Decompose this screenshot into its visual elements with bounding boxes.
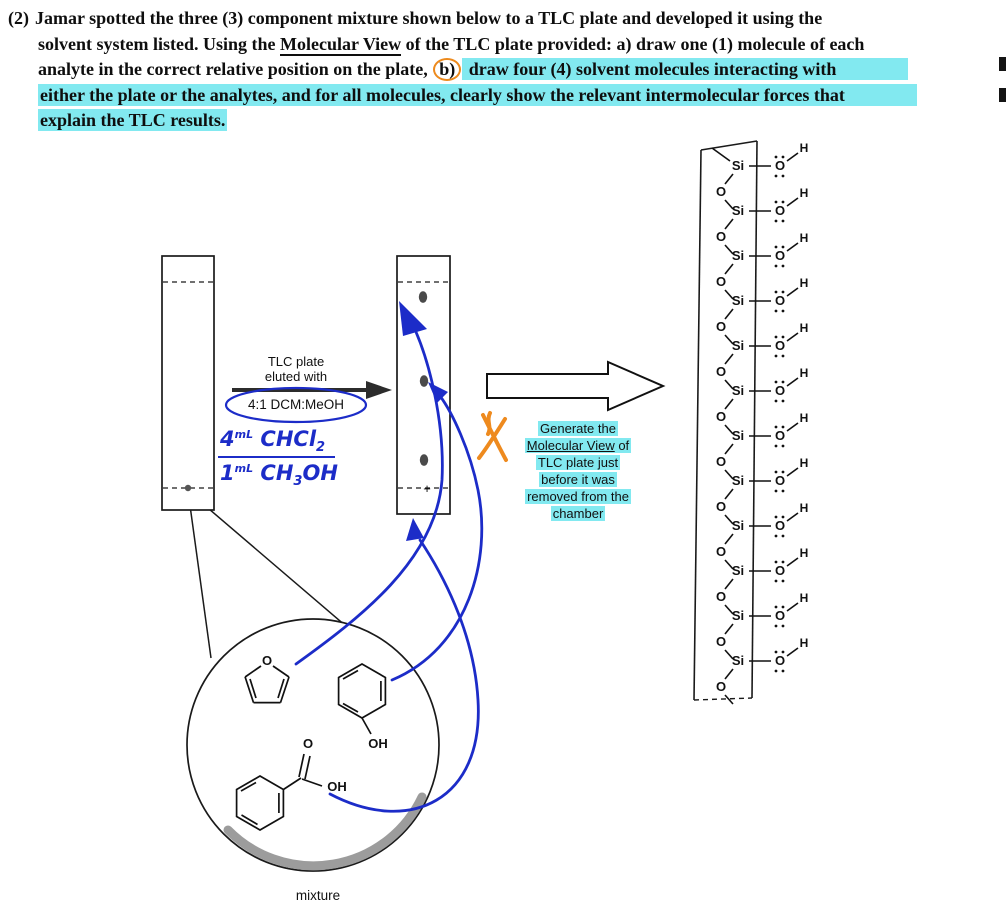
question-line-2-post: of the TLC plate provided: a) draw one (…	[401, 33, 865, 54]
question-line-1-text: Jamar spotted the three (3) component mi…	[35, 8, 823, 28]
hw-unit-1: mL	[234, 428, 254, 441]
note-line-2: Molecular View of	[524, 438, 632, 453]
hw-qty-2: 1	[220, 461, 235, 486]
tlc-plate-initial	[161, 255, 215, 511]
question-line-1: (2) Jamar spotted the three (3) component…	[8, 6, 1004, 32]
handwritten-line-2: 1mL CH3OH	[218, 458, 338, 489]
generate-view-note: Generate the Molecular View of TLC plate…	[504, 420, 652, 522]
circled-b-annotation: b)	[433, 58, 462, 81]
note-line-5: removed from the	[525, 489, 631, 504]
hw-unit-2: mL	[234, 462, 254, 476]
note-line-6: chamber	[550, 506, 606, 521]
handwritten-line-1: 4mL CHCl2	[218, 427, 336, 459]
note-molecular-view: Molecular View	[526, 438, 615, 453]
silica-plate-view	[693, 140, 810, 705]
hw-qty-1: 4	[220, 427, 235, 451]
pen-curve-furan-to-top-spot	[294, 330, 444, 666]
question-number: (2)	[8, 8, 29, 28]
mixture-circle: mixture	[186, 618, 440, 903]
furan-structure: O	[244, 653, 290, 704]
benzoic-acid-structure: O OH	[235, 736, 347, 831]
molecular-view-emphasis: Molecular View	[280, 33, 402, 56]
phenol-oh-label: OH	[368, 736, 388, 751]
hw-tail-2: OH	[302, 461, 338, 486]
benzoic-oh-label: OH	[327, 779, 347, 794]
hollow-arrow	[486, 360, 666, 412]
solvent-system-label: 4:1 DCM:MeOH	[248, 397, 344, 412]
circle-shadow	[223, 792, 427, 871]
pen-arrowhead-top	[399, 301, 427, 336]
question-line-3: analyte in the correct relative position…	[8, 57, 1004, 83]
elution-arrow-group: TLC plate eluted with 4:1 DCM:MeOH	[224, 354, 392, 424]
tlc-spot-bottom	[419, 454, 429, 466]
question-line-2: solvent system listed. Using the Molecul…	[8, 32, 1004, 58]
note-line-4: before it was	[539, 472, 617, 487]
elution-label-line1: TLC plate	[268, 354, 324, 369]
pen-curve-benzoic-to-origin	[328, 538, 480, 813]
mixture-label: mixture	[296, 888, 340, 903]
note-line-1: Generate the	[538, 421, 618, 436]
hw-formula-2: CH	[260, 461, 294, 486]
solvent-circle-annotation	[224, 386, 368, 424]
question-line-3-pre: analyte in the correct relative position…	[38, 59, 433, 79]
elution-label-line2: eluted with	[265, 369, 327, 384]
pen-arrowhead-middle	[428, 382, 448, 403]
question-line-4: either the plate or the analytes, and fo…	[8, 83, 1004, 109]
tlc-spot-top	[418, 291, 428, 303]
orange-x-annotation	[477, 411, 508, 462]
hw-sub-2: 3	[293, 474, 303, 490]
handwritten-solvent-note: 4mL CHCl2 1mL CH3OH	[218, 427, 338, 489]
tlc-spot-middle	[419, 375, 429, 387]
question-line-2-pre: solvent system listed. Using the	[38, 33, 280, 54]
note-line-3: TLC plate just	[535, 455, 621, 470]
pen-annotations	[294, 301, 484, 813]
scan-artifacts	[999, 57, 1006, 102]
origin-spot	[184, 484, 192, 492]
question-line-5: explain the TLC results.	[8, 108, 1004, 134]
question-text: (2) Jamar spotted the three (3) component…	[8, 6, 1004, 134]
hw-sub-1: 2	[316, 440, 326, 456]
question-line-3-highlight: draw four (4) solvent molecules interact…	[462, 58, 909, 80]
question-line-5-highlight: explain the TLC results.	[38, 109, 228, 131]
hw-formula-1: CHCl	[260, 427, 317, 451]
pen-arrowhead-bottom	[406, 518, 424, 541]
phenol-structure: OH	[337, 663, 388, 751]
question-line-4-highlight: either the plate or the analytes, and fo…	[38, 83, 917, 106]
benzoic-carbonyl-o-label: O	[303, 736, 313, 751]
pen-curve-phenol-to-middle-spot	[390, 394, 484, 682]
origin-plus-mark: +	[423, 481, 431, 496]
furan-oxygen-label: O	[262, 653, 272, 668]
note-line-2-rest: of	[614, 438, 630, 453]
